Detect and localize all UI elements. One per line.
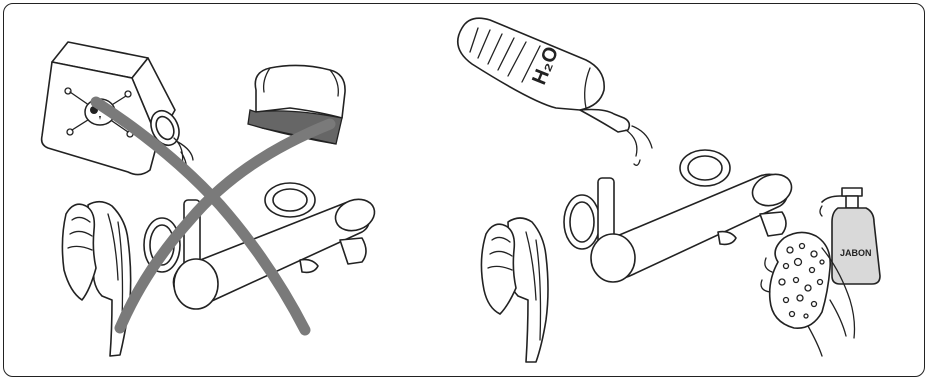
faucet-right bbox=[564, 150, 796, 282]
water-bottle: H₂O bbox=[458, 18, 652, 165]
hand-with-towel-right bbox=[481, 218, 548, 362]
soap-label: JABON bbox=[840, 248, 872, 258]
right-panel-do: H₂O JABON bbox=[458, 18, 880, 362]
faucet-left bbox=[144, 183, 379, 309]
abrasive-sponge bbox=[248, 65, 345, 144]
left-panel-dont bbox=[42, 42, 379, 356]
